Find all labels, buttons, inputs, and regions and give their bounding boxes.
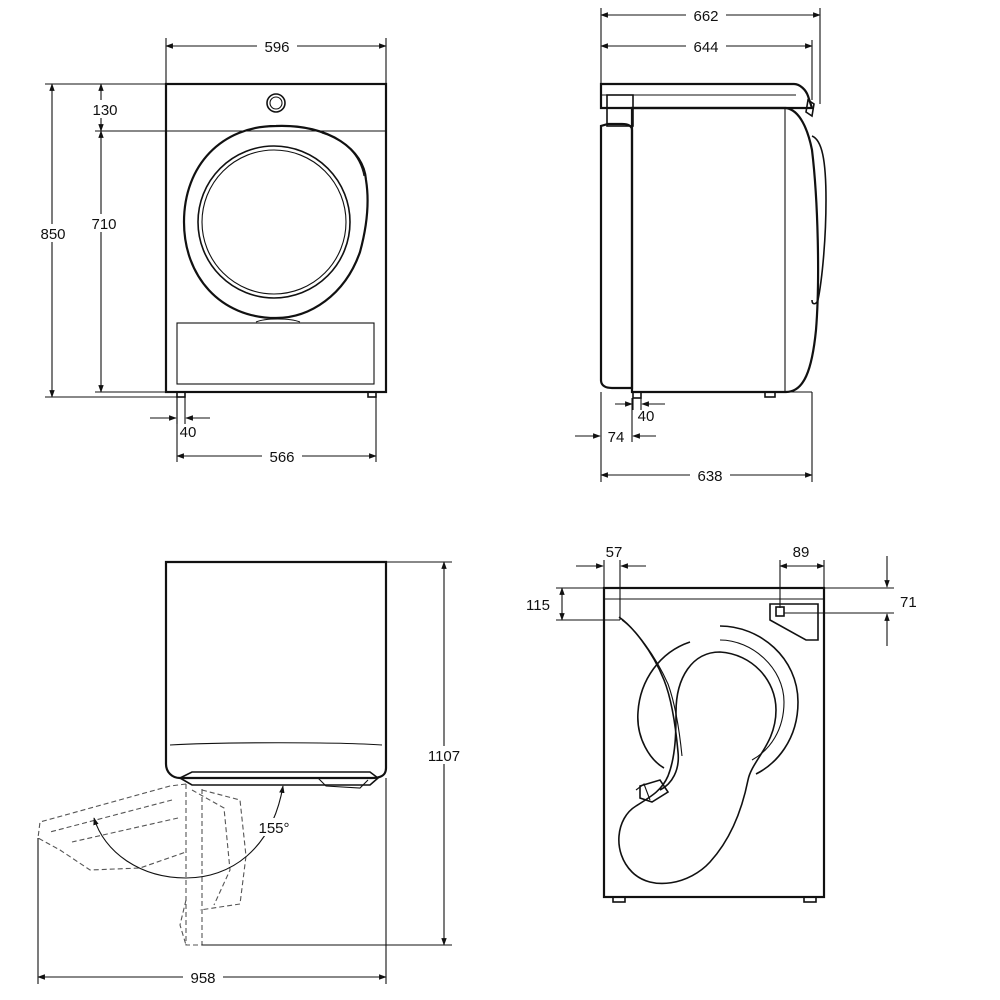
rear-condenser-duct — [618, 651, 777, 885]
door-handle-edge — [321, 132, 365, 177]
open-door-outline — [185, 784, 203, 946]
front-view: 596 850 130 710 40 566 — [34, 37, 388, 466]
dim-front-body-height: 710 — [91, 216, 116, 233]
top-cabinet — [164, 560, 388, 780]
side-door-profile — [805, 98, 815, 118]
rear-cabinet — [602, 586, 826, 899]
dim-front-foot-offset: 40 — [180, 424, 197, 441]
side-top-lid — [599, 82, 814, 110]
side-foot-rear — [632, 391, 642, 399]
front-foot-left — [176, 391, 186, 398]
program-knob — [266, 93, 286, 113]
dim-side-depth-body: 644 — [693, 39, 718, 56]
front-foot-right — [367, 391, 377, 398]
dim-open-total-height: 1107 — [428, 748, 460, 765]
top-door-strip — [178, 771, 380, 786]
dim-side-depth-feet: 638 — [697, 468, 722, 485]
side-body — [630, 106, 820, 394]
rear-outlet-bracket — [769, 603, 819, 641]
side-view: 662 644 40 74 638 — [575, 6, 827, 485]
rear-drain-hose — [618, 616, 680, 791]
rear-drum-ring — [719, 625, 799, 775]
dim-front-foot-span: 566 — [269, 449, 294, 466]
rear-foot-right — [803, 896, 817, 903]
side-foot-front — [764, 391, 776, 398]
dim-rear-hose-offset: 57 — [606, 544, 623, 561]
dim-rear-outlet-height: 71 — [900, 594, 917, 611]
front-cabinet — [164, 82, 388, 394]
dim-front-panel-height: 130 — [92, 102, 117, 119]
dim-front-height-total: 850 — [40, 226, 65, 243]
side-rear-panel — [599, 122, 634, 390]
dim-door-angle: 155° — [258, 820, 289, 837]
dim-rear-outlet-offset: 89 — [793, 544, 810, 561]
dim-rear-hose-height: 115 — [526, 597, 550, 614]
kick-plate — [176, 322, 375, 385]
door-outer-ring — [182, 124, 369, 320]
dim-side-rear-offset: 74 — [608, 429, 625, 446]
dim-front-width: 596 — [264, 39, 289, 56]
dim-open-total-depth: 958 — [190, 970, 215, 987]
side-door-bulge — [811, 135, 827, 305]
program-knob-inner — [269, 96, 283, 110]
dim-side-foot-offset: 40 — [638, 408, 655, 425]
rear-outlet-port — [775, 606, 785, 617]
rear-hose-clip — [639, 779, 670, 803]
dim-side-depth-total: 662 — [693, 8, 718, 25]
door-open-view: 155° 1107 958 — [37, 560, 464, 987]
rear-foot-left — [612, 896, 626, 903]
door-glass-inner — [201, 149, 347, 295]
side-water-tank — [606, 94, 634, 127]
door-glass — [197, 145, 351, 299]
door-bottom-lip — [255, 318, 301, 323]
rear-view: 57 115 89 71 — [526, 544, 917, 903]
